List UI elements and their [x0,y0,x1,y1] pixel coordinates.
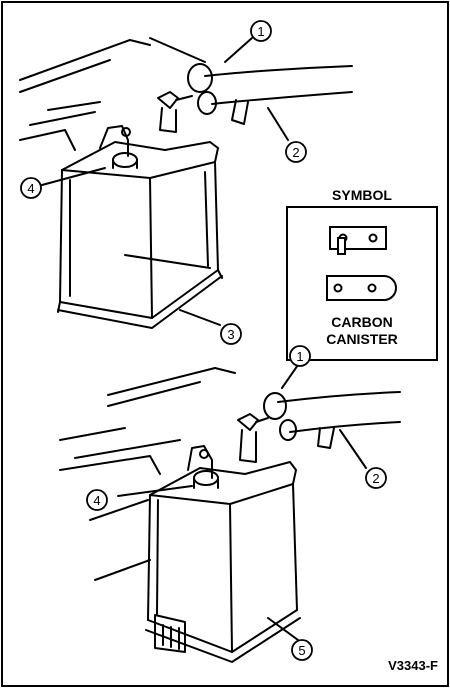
callout-bottom-2: 2 [365,467,387,489]
svg-text:4: 4 [27,181,34,196]
svg-text:5: 5 [298,643,305,658]
bottom-canister-illustration [59,361,401,663]
symbol-box [286,206,438,361]
svg-text:1: 1 [257,24,264,39]
callout-top-4: 4 [20,177,42,199]
callout-top-1: 1 [250,20,272,42]
svg-text:2: 2 [372,471,379,486]
callout-bottom-5: 5 [291,639,313,661]
canister-symbol-icon [326,275,397,301]
svg-text:1: 1 [296,349,303,364]
callout-bottom-1: 1 [289,345,311,367]
top-canister-illustration [19,37,353,329]
symbol-caption-line1: CARBON [331,314,392,330]
svg-text:4: 4 [93,493,100,508]
figure-id: V3343-F [388,658,438,673]
top-callouts: 1 2 3 4 [20,20,307,345]
svg-text:3: 3 [227,327,234,342]
bottom-callouts: 1 2 4 5 [86,345,387,661]
symbol-title: SYMBOL [332,187,392,203]
symbol-caption-line2: CANISTER [326,331,398,347]
callout-top-2: 2 [285,141,307,163]
symbol-legend: SYMBOL CARBON CANISTER [286,187,438,361]
svg-text:2: 2 [292,145,299,160]
callout-top-3: 3 [220,323,242,345]
callout-bottom-4: 4 [86,489,108,511]
symbol-icon-port [329,226,387,255]
